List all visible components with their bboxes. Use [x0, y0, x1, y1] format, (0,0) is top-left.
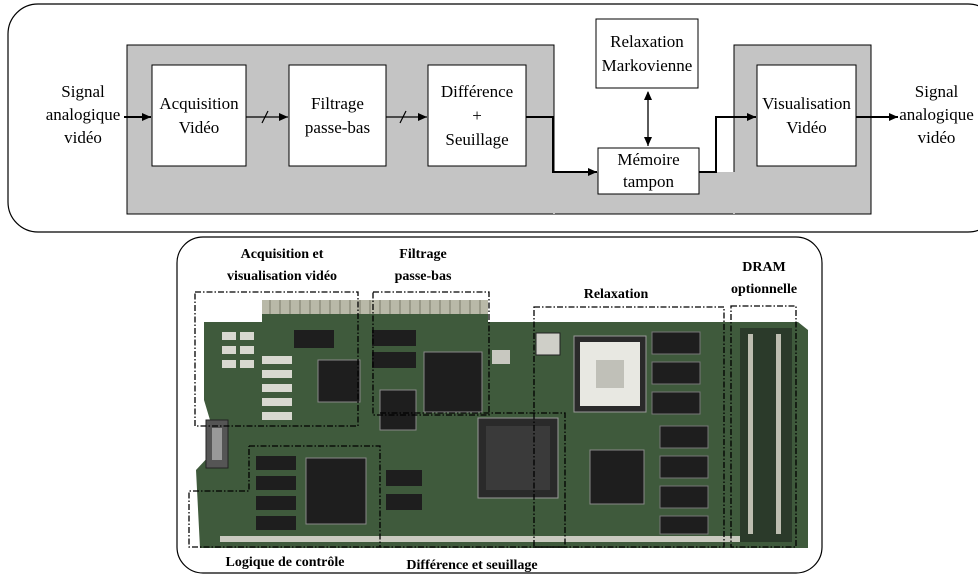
diagram-frame	[7, 3, 978, 233]
memoire-text: Mémoire tampon	[617, 150, 680, 191]
acquisition-region-box	[194, 291, 359, 427]
filtrage-box	[288, 64, 387, 167]
difference-box	[427, 64, 527, 167]
difference-region-box	[380, 412, 566, 548]
left-components	[222, 332, 292, 420]
filtrage-chip	[423, 351, 483, 413]
mem-to-visu-arrow	[699, 113, 756, 173]
acq-chip-small	[294, 330, 334, 348]
logique-region-label: Logique de contrôle	[225, 555, 345, 570]
acquisition-box	[151, 64, 247, 167]
filtrage-region-box	[372, 291, 490, 416]
filtrage-chip-2	[379, 389, 417, 431]
relax-controller-chip	[589, 449, 645, 505]
visualisation-box	[756, 64, 857, 167]
edge-connector	[262, 300, 488, 314]
acquisition-region-label: Acquisition et visualisation vidéo	[226, 247, 338, 284]
dram-connector	[740, 328, 792, 542]
acq-chip	[317, 359, 361, 403]
relax-memory-chips	[651, 331, 709, 535]
input-signal-label: Signal analogique vidéo	[45, 82, 121, 147]
relaxation-box	[595, 18, 699, 89]
output-signal-label: Signal analogique vidéo	[899, 82, 974, 147]
board-frame	[176, 236, 823, 574]
diff-to-mem-arrow	[526, 116, 597, 176]
logique-region-box	[188, 445, 381, 548]
difference-region-label: Différence et seuillage	[406, 558, 538, 573]
logic-chip	[305, 457, 367, 525]
relaxation-region-box	[533, 306, 725, 548]
difference-text: Différence+Seuillage	[440, 81, 514, 149]
block-diagram-graphics	[7, 3, 978, 233]
dram-region-label: DRAM optionnelle	[730, 260, 798, 297]
dram-region-box	[730, 305, 797, 548]
relaxation-region-label: Relaxation	[583, 287, 649, 302]
filtrage-region-label: Filtrage passe-bas	[394, 247, 452, 284]
